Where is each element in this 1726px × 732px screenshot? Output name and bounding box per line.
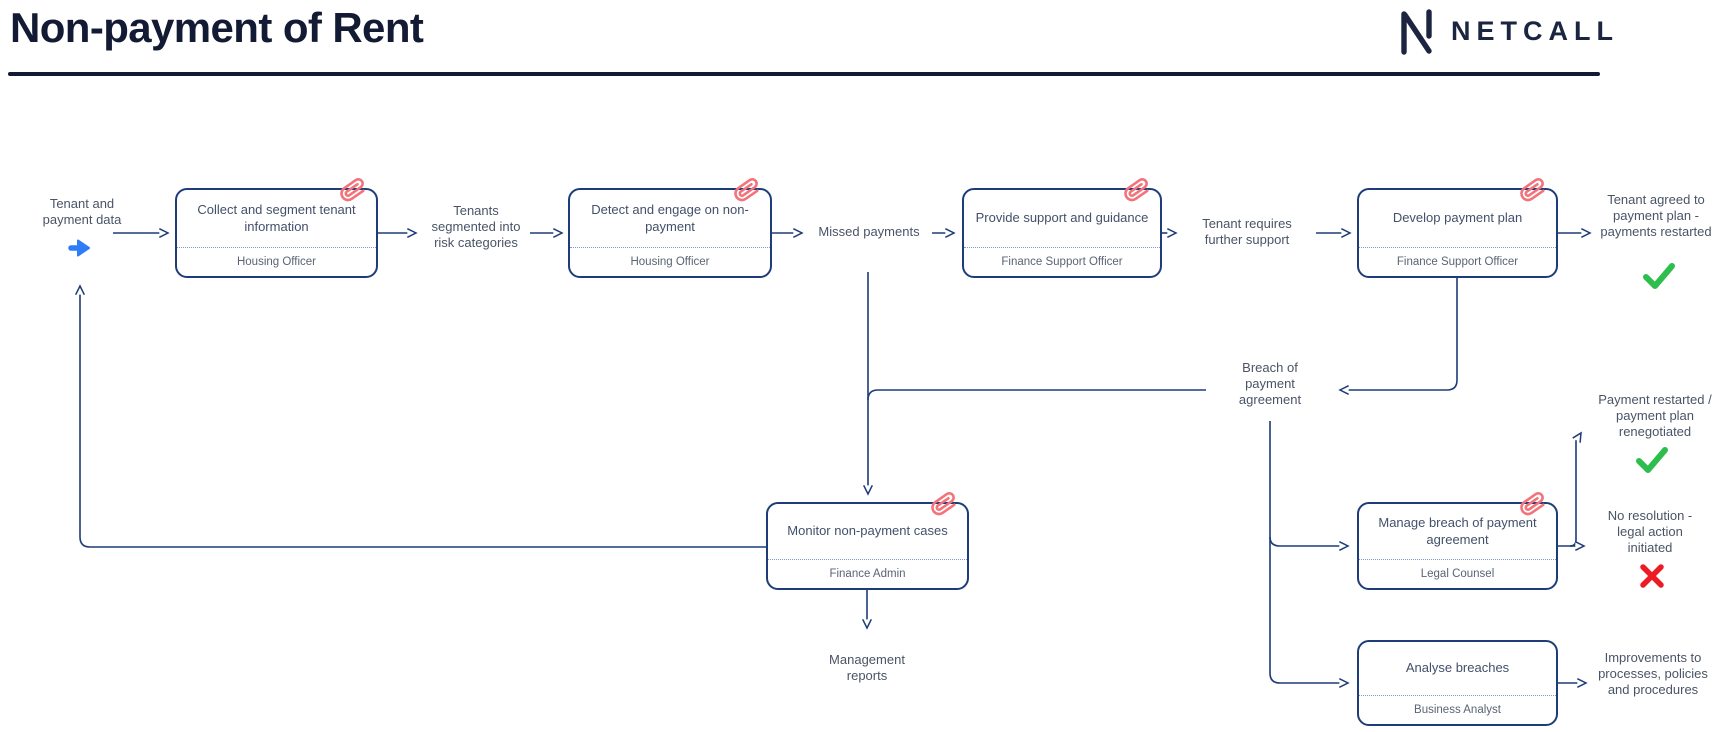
paperclip-icon[interactable] — [1122, 175, 1152, 205]
node-role: Housing Officer — [570, 247, 770, 276]
label-missed-payments: Missed payments — [818, 224, 920, 239]
node-role: Finance Support Officer — [1359, 247, 1556, 276]
node-title: Analyse breaches — [1405, 660, 1510, 676]
node-title: Monitor non-payment cases — [787, 523, 948, 539]
node-role: Legal Counsel — [1359, 559, 1556, 588]
check-icon — [1636, 447, 1668, 473]
start-arrow-icon — [68, 239, 90, 257]
paperclip-icon[interactable] — [338, 175, 368, 205]
header-divider — [8, 72, 1600, 76]
cross-icon — [1640, 564, 1664, 588]
label-payment-restarted: Payment restarted / payment plan renegot… — [1598, 392, 1712, 439]
brand-wordmark: NETCALL — [1451, 16, 1619, 46]
brand-logo: NETCALL — [1398, 8, 1619, 55]
node-role: Finance Support Officer — [964, 247, 1160, 276]
label-management-reports: Management reports — [829, 652, 905, 683]
label-improvements: Improvements to processes, policies and … — [1598, 650, 1708, 697]
node-monitor-non-payment-cases[interactable]: Monitor non-payment cases Finance Admin — [766, 492, 969, 590]
node-role: Housing Officer — [177, 247, 376, 276]
paperclip-icon[interactable] — [929, 489, 959, 519]
page-title: Non-payment of Rent — [10, 4, 424, 51]
node-provide-support-guidance[interactable]: Provide support and guidance Finance Sup… — [962, 178, 1162, 278]
paperclip-icon[interactable] — [1518, 489, 1548, 519]
node-develop-payment-plan[interactable]: Develop payment plan Finance Support Off… — [1357, 178, 1558, 278]
node-detect-engage-non-payment[interactable]: Detect and engage on non-payment Housing… — [568, 178, 772, 278]
paperclip-icon[interactable] — [1518, 175, 1548, 205]
label-tenant-payment-data: Tenant and payment data — [42, 196, 122, 227]
label-tenant-requires-support: Tenant requires further support — [1202, 216, 1292, 247]
node-title: Develop payment plan — [1392, 210, 1523, 226]
node-title: Manage breach of payment agreement — [1378, 515, 1537, 547]
check-icon — [1643, 263, 1675, 289]
node-role: Finance Admin — [768, 559, 967, 588]
label-tenants-segmented: Tenants segmented into risk categories — [431, 203, 521, 250]
paperclip-icon[interactable] — [732, 175, 762, 205]
node-collect-segment-tenant-information[interactable]: Collect and segment tenant information H… — [175, 178, 378, 278]
label-breach-payment-agreement: Breach of payment agreement — [1238, 360, 1302, 407]
node-analyse-breaches[interactable]: Analyse breaches Business Analyst — [1357, 640, 1558, 726]
node-title: Detect and engage on non-payment — [591, 202, 749, 234]
netcall-n-icon — [1401, 9, 1432, 55]
node-manage-breach-payment-agreement[interactable]: Manage breach of payment agreement Legal… — [1357, 492, 1558, 590]
label-tenant-agreed-plan: Tenant agreed to payment plan - payments… — [1600, 192, 1712, 239]
node-title: Collect and segment tenant information — [197, 202, 356, 234]
label-no-resolution: No resolution - legal action initiated — [1607, 508, 1693, 555]
connector-lines — [74, 227, 1592, 689]
node-title: Provide support and guidance — [975, 210, 1149, 226]
node-role: Business Analyst — [1359, 695, 1556, 724]
